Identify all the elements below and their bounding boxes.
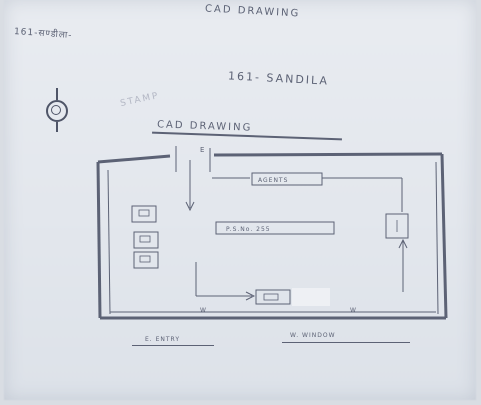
legend-entry: E. ENTRY xyxy=(145,336,180,343)
entry-arrow-head xyxy=(185,201,195,212)
polling-booth-3 xyxy=(133,251,159,269)
polling-symbol-icon xyxy=(46,100,68,122)
window-marker-right: W xyxy=(350,307,357,314)
voter-path-arrow-head xyxy=(245,291,256,301)
exit-arrow-head xyxy=(398,238,408,249)
entry-marker-e: E xyxy=(200,146,205,154)
polling-booth-1 xyxy=(131,205,157,223)
agents-label: AGENTS xyxy=(258,177,288,184)
evm-mark xyxy=(263,293,279,301)
polling-officer-table xyxy=(215,221,335,235)
agents-table xyxy=(251,172,323,186)
wall-right xyxy=(440,153,448,319)
booth-2-mark xyxy=(139,235,151,243)
wall-top-left xyxy=(97,154,171,164)
polling-booth-2 xyxy=(133,231,159,249)
booth-1-mark xyxy=(138,209,150,217)
ballot-unit-box xyxy=(385,213,409,239)
wall-left-inner xyxy=(107,169,111,315)
symbol-stem-bottom xyxy=(56,122,58,132)
window-marker-left: W xyxy=(200,307,207,314)
wall-top-right xyxy=(213,152,443,157)
wall-left xyxy=(96,161,102,319)
polling-symbol-inner-icon xyxy=(51,105,61,115)
paper-sheet xyxy=(4,0,476,400)
wall-right-inner xyxy=(435,161,439,315)
polling-officer-label: P.S.No. 255 xyxy=(226,226,271,233)
booth-3-mark xyxy=(139,255,151,263)
legend-window: W. WINDOW xyxy=(290,332,336,339)
symbol-stem-top xyxy=(56,88,58,100)
legend-entry-underline xyxy=(132,345,214,346)
glare-patch xyxy=(292,288,330,306)
legend-window-underline xyxy=(282,342,410,343)
evm-table xyxy=(255,289,291,305)
